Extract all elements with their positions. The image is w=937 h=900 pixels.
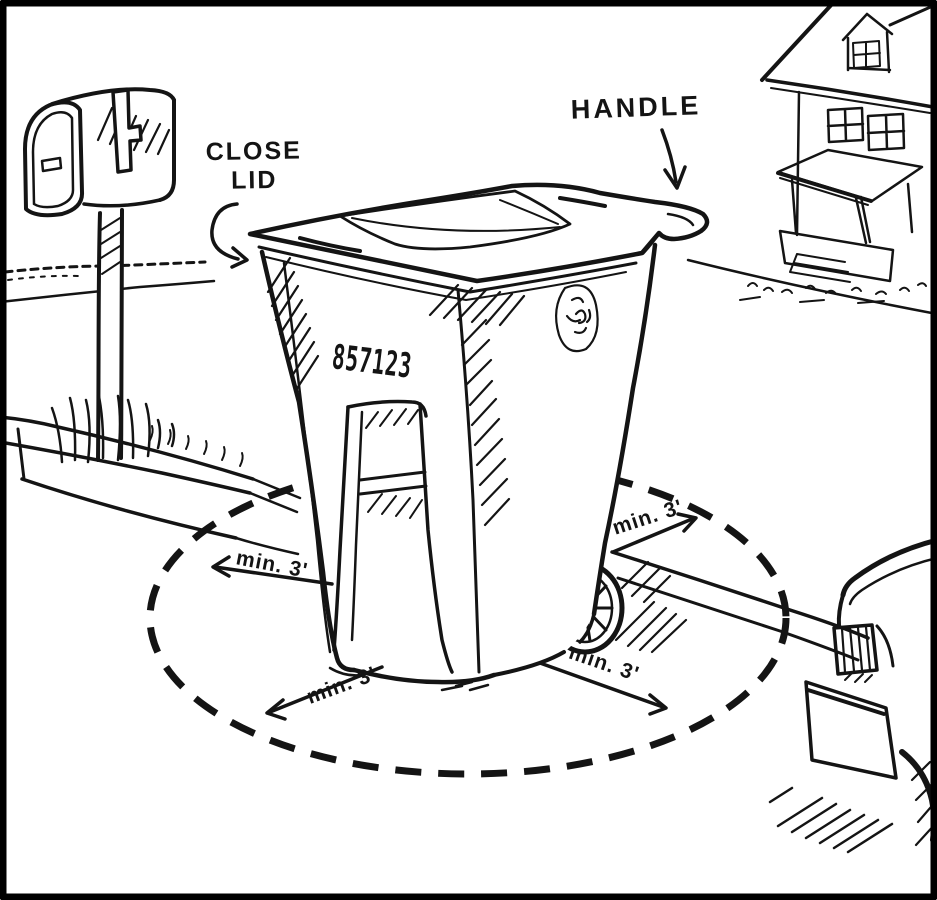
clearance-arrow-upper-right (611, 512, 698, 554)
cart-logo (554, 284, 599, 353)
curb-left (0, 415, 302, 556)
handle-arrow-icon (660, 128, 687, 190)
wheel-arch (899, 749, 937, 843)
ground-scribbles (739, 282, 927, 304)
trash-cart-illustration (247, 182, 710, 692)
close-lid-arrow-icon (210, 202, 249, 269)
mailbox-illustration (23, 87, 176, 464)
cart-body (262, 245, 655, 683)
car-illustration (768, 537, 937, 854)
annotation-arrows (210, 128, 698, 721)
cart-handle (641, 212, 695, 255)
dormer-window (841, 12, 894, 74)
close-lid-line2: LID (230, 165, 278, 195)
bumper (804, 680, 898, 780)
porch (776, 148, 924, 283)
grass-tuft (50, 390, 176, 464)
cart-lid (247, 182, 710, 301)
mailbox-flag-icon (111, 88, 143, 174)
house-illustration (739, 1, 937, 304)
lift-slot (332, 399, 454, 674)
house-window (826, 106, 906, 152)
lid-bump (338, 189, 572, 251)
mailbox-latch (40, 156, 63, 173)
close-lid-line1: CLOSE (205, 136, 303, 167)
clearance-arrow-lower-left (265, 665, 384, 721)
handle-label: HANDLE (570, 90, 702, 125)
ground-hatching (768, 786, 894, 854)
clearance-circle (146, 458, 790, 778)
clearance-arrow-left (211, 555, 334, 586)
headlight (832, 623, 879, 683)
ground-hatching (614, 560, 688, 654)
mailbox-door (23, 100, 85, 218)
close-lid-label: CLOSE LID (205, 136, 302, 195)
clearance-arrow-lower-right (538, 661, 668, 716)
